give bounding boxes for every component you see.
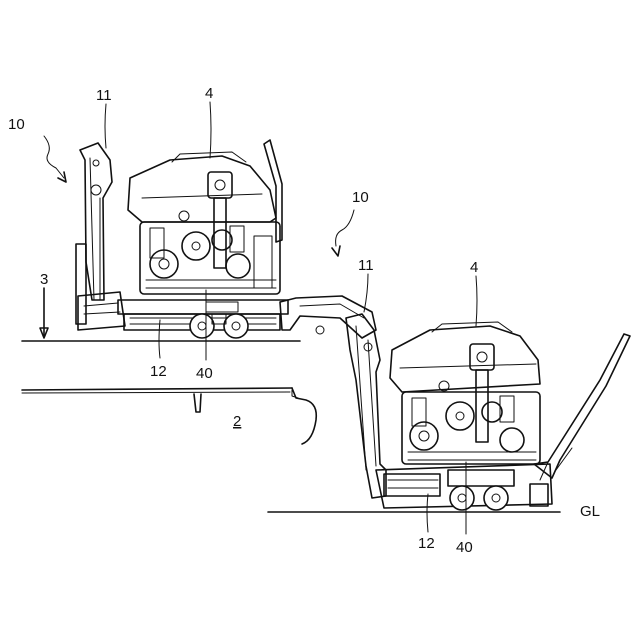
ref-gl: GL [580, 503, 600, 520]
ref-4-left: 4 [205, 85, 213, 102]
ref-12-right: 12 [418, 535, 435, 552]
ref-40-right: 40 [456, 539, 473, 556]
ref-12-left: 12 [150, 363, 167, 380]
ref-10-right: 10 [352, 189, 369, 206]
ref-4-right: 4 [470, 259, 478, 276]
right-machine [346, 314, 630, 520]
upper-floor [22, 341, 316, 444]
ref-2: 2 [233, 413, 241, 430]
ref-40-left: 40 [196, 365, 213, 382]
bridge-arm [280, 296, 376, 338]
ref-3: 3 [40, 271, 48, 288]
left-machine [76, 140, 288, 348]
ref-11-left: 11 [96, 87, 112, 104]
ref-11-right: 11 [358, 257, 374, 274]
ref-10-left: 10 [8, 116, 25, 133]
